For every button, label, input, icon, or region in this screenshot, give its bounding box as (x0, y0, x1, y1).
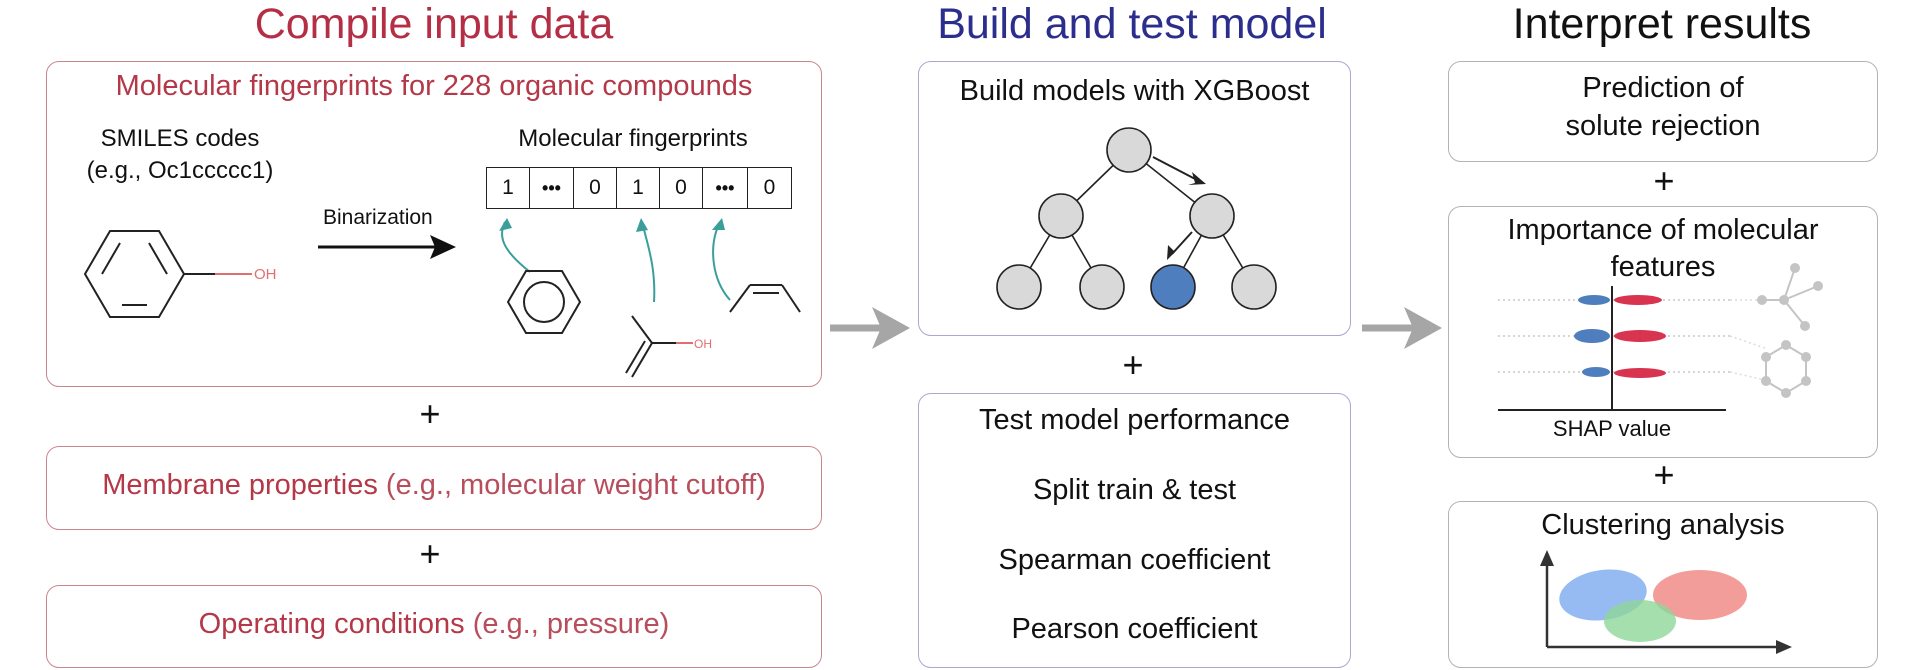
membrane-properties-text: Membrane properties (e.g., molecular wei… (46, 469, 822, 502)
importance-line2: features (1610, 251, 1716, 283)
plus-sign: + (1653, 160, 1675, 201)
operating-conditions-example: (e.g., pressure) (464, 608, 670, 640)
membrane-properties-box (46, 446, 822, 530)
fingerprint-box (46, 61, 822, 387)
operating-conditions-box (46, 585, 822, 668)
plus-sign: + (419, 393, 441, 434)
xgboost-heading: Build models with XGBoost (959, 75, 1310, 107)
build-test-title: Build and test model (937, 0, 1327, 48)
binarization-label: Binarization (323, 206, 433, 229)
oh-label: OH (254, 266, 277, 283)
clustering-box (1448, 501, 1878, 668)
plus-sign: + (1122, 344, 1144, 385)
importance-line1: Importance of molecular (1507, 214, 1819, 246)
plus-sign: + (419, 533, 441, 574)
compile-input-title: Compile input data (254, 0, 614, 48)
fingerprint-heading: Molecular fingerprints for 228 organic c… (115, 70, 753, 102)
oh-label-fragment: OH (694, 337, 712, 351)
fingerprints-label: Molecular fingerprints (518, 125, 748, 152)
xgboost-box (918, 61, 1351, 336)
interpret-results-title: Interpret results (1512, 0, 1812, 48)
split-train-test: Split train & test (1032, 474, 1237, 506)
pearson-coefficient: Pearson coefficient (1011, 613, 1258, 645)
smiles-example: (e.g., Oc1ccccc1) (86, 157, 274, 184)
prediction-line2: solute rejection (1565, 110, 1761, 142)
test-model-heading: Test model performance (978, 404, 1291, 436)
plus-sign: + (1653, 454, 1675, 495)
fp-cell: 0 (747, 167, 792, 209)
operating-conditions-label: Operating conditions (198, 608, 465, 640)
prediction-line1: Prediction of (1582, 72, 1744, 104)
test-model-box (918, 393, 1351, 668)
operating-conditions-text: Operating conditions (e.g., pressure) (46, 608, 822, 641)
smiles-label: SMILES codes (100, 125, 260, 152)
spearman-coefficient: Spearman coefficient (998, 544, 1271, 576)
clustering-heading: Clustering analysis (1541, 509, 1785, 541)
membrane-properties-example: (e.g., molecular weight cutoff) (377, 469, 766, 501)
shap-value-label: SHAP value (1552, 416, 1672, 441)
fingerprint-vector: 1 ••• 0 1 0 ••• 0 (486, 167, 792, 209)
prediction-box (1448, 61, 1878, 162)
importance-box (1448, 206, 1878, 458)
membrane-properties-label: Membrane properties (102, 469, 378, 501)
